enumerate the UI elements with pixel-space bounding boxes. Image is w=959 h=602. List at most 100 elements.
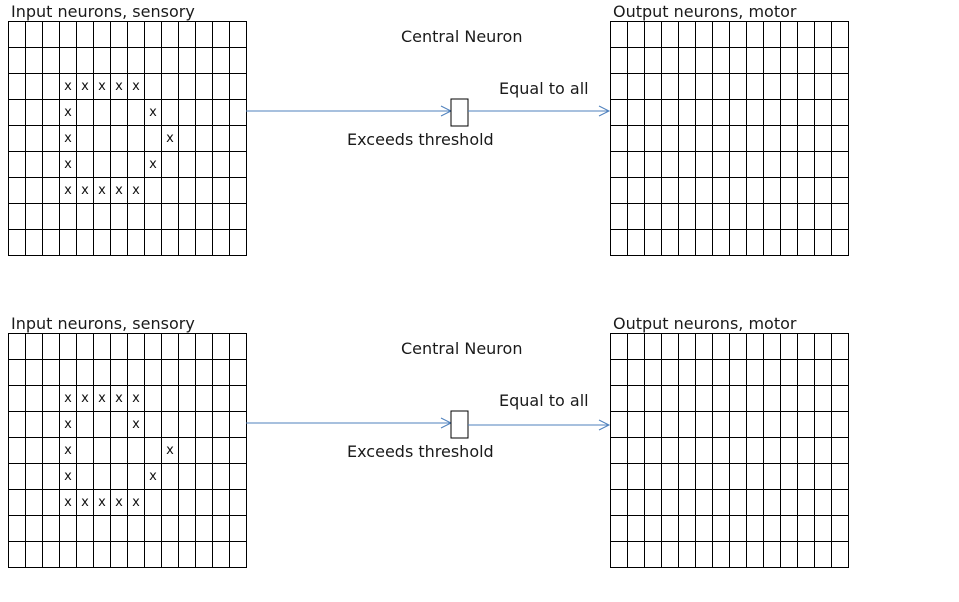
input-neuron-cell	[162, 334, 179, 360]
input-neuron-cell	[213, 542, 230, 568]
active-neuron-mark: x	[60, 74, 77, 100]
output-neuron-cell	[781, 360, 798, 386]
output-neuron-cell	[832, 412, 849, 438]
input-neuron-cell	[213, 438, 230, 464]
output-neuron-cell	[832, 334, 849, 360]
output-neuron-cell	[747, 360, 764, 386]
input-neuron-cell	[60, 48, 77, 74]
input-neuron-cell	[111, 204, 128, 230]
output-neuron-cell	[815, 490, 832, 516]
input-neuron-cell	[77, 360, 94, 386]
input-neuron-cell	[94, 360, 111, 386]
output-neuron-cell	[611, 22, 628, 48]
input-neuron-cell	[128, 230, 145, 256]
input-neuron-cell	[230, 22, 247, 48]
output-neuron-cell	[645, 230, 662, 256]
output-neuron-cell	[645, 152, 662, 178]
input-neuron-cell	[43, 490, 60, 516]
input-neuron-cell	[26, 230, 43, 256]
input-neuron-cell	[43, 360, 60, 386]
input-neuron-cell	[128, 126, 145, 152]
active-neuron-mark: x	[60, 490, 77, 516]
input-neuron-cell	[60, 360, 77, 386]
output-neuron-cell	[764, 516, 781, 542]
output-neuron-cell	[815, 412, 832, 438]
input-neuron-cell	[128, 48, 145, 74]
output-neuron-cell	[832, 386, 849, 412]
input-neuron-cell	[196, 360, 213, 386]
input-neuron-cell	[26, 360, 43, 386]
input-neuron-cell	[196, 438, 213, 464]
output-neuron-cell	[781, 386, 798, 412]
output-neuron-cell	[747, 48, 764, 74]
output-neuron-cell	[764, 230, 781, 256]
input-neuron-cell	[26, 516, 43, 542]
output-neuron-grid	[610, 333, 849, 568]
active-neuron-mark: x	[111, 386, 128, 412]
input-neuron-cell	[77, 48, 94, 74]
output-neuron-cell	[696, 542, 713, 568]
output-neuron-cell	[713, 178, 730, 204]
input-neuron-cell	[43, 48, 60, 74]
output-neuron-cell	[696, 334, 713, 360]
output-neuron-cell	[832, 22, 849, 48]
input-neuron-cell	[162, 178, 179, 204]
output-neuron-cell	[730, 100, 747, 126]
output-neuron-cell	[662, 386, 679, 412]
active-neuron-mark: x	[111, 490, 128, 516]
input-neuron-cell	[162, 48, 179, 74]
output-neuron-cell	[713, 126, 730, 152]
output-neuron-cell	[696, 386, 713, 412]
input-neuron-cell	[145, 74, 162, 100]
input-neurons-title: Input neurons, sensory	[11, 2, 195, 21]
output-neuron-cell	[679, 100, 696, 126]
input-neuron-cell	[43, 74, 60, 100]
output-neuron-cell	[696, 74, 713, 100]
input-neuron-cell	[230, 516, 247, 542]
input-neuron-cell	[213, 516, 230, 542]
output-neuron-cell	[764, 438, 781, 464]
input-neuron-cell	[230, 126, 247, 152]
active-neuron-mark: x	[128, 412, 145, 438]
input-neuron-cell	[196, 334, 213, 360]
output-neuron-cell	[713, 386, 730, 412]
output-neuron-cell	[815, 178, 832, 204]
output-neuron-cell	[713, 204, 730, 230]
output-neuron-cell	[815, 152, 832, 178]
input-neuron-cell	[162, 152, 179, 178]
output-neuron-cell	[645, 360, 662, 386]
input-neuron-cell	[26, 542, 43, 568]
output-neuron-cell	[628, 100, 645, 126]
input-neuron-cell	[179, 360, 196, 386]
input-neuron-cell	[94, 516, 111, 542]
output-neuron-cell	[815, 74, 832, 100]
input-neuron-cell	[94, 126, 111, 152]
output-neuron-cell	[730, 152, 747, 178]
input-neuron-cell	[43, 438, 60, 464]
output-neuron-cell	[781, 230, 798, 256]
input-neuron-cell	[94, 204, 111, 230]
input-neuron-cell	[60, 230, 77, 256]
output-neuron-cell	[696, 360, 713, 386]
output-neuron-cell	[628, 204, 645, 230]
output-neuron-cell	[645, 542, 662, 568]
input-neuron-cell	[26, 126, 43, 152]
output-neuron-cell	[815, 516, 832, 542]
input-neuron-cell	[213, 22, 230, 48]
input-neuron-cell	[145, 360, 162, 386]
input-neuron-cell	[230, 48, 247, 74]
input-neuron-cell	[128, 152, 145, 178]
output-neuron-cell	[815, 48, 832, 74]
output-neuron-cell	[781, 178, 798, 204]
active-neuron-mark: x	[60, 152, 77, 178]
input-neuron-cell	[111, 516, 128, 542]
active-neuron-mark: x	[128, 490, 145, 516]
input-neuron-cell	[196, 490, 213, 516]
output-neuron-cell	[781, 204, 798, 230]
output-neuron-cell	[645, 22, 662, 48]
input-neuron-cell	[94, 100, 111, 126]
input-neuron-cell	[9, 360, 26, 386]
central-neuron-box	[450, 98, 469, 127]
output-neuron-cell	[764, 178, 781, 204]
